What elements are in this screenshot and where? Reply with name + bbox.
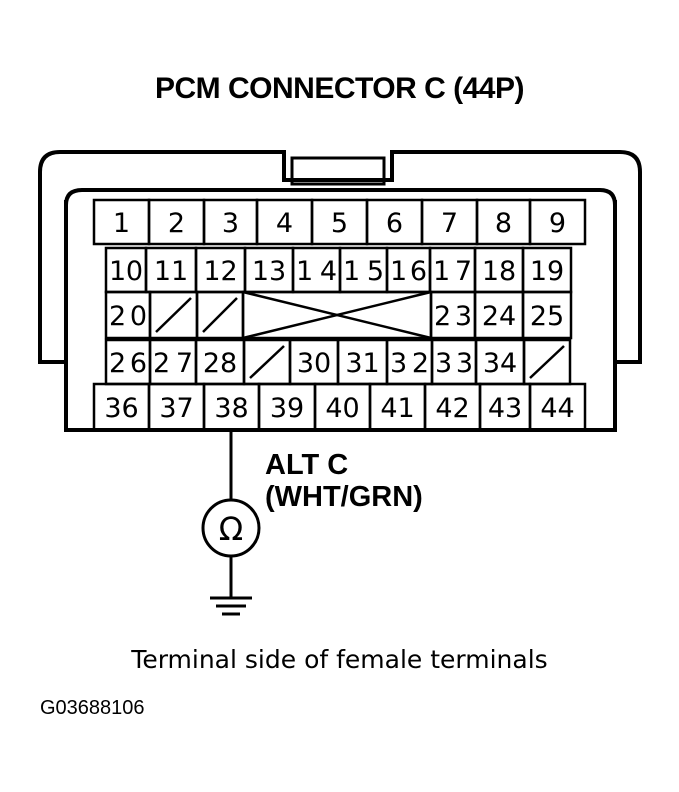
terminal-number: 24 [482, 301, 516, 332]
terminal-cavity: 39 [257, 382, 317, 432]
terminal-number: 23 [434, 301, 472, 332]
terminal-cavity: 8 [475, 198, 532, 246]
terminal-cavity: 2 [147, 198, 206, 246]
terminal-cavity: 23 [429, 290, 477, 340]
terminal-cavity: 16 [385, 246, 432, 294]
terminal-cavity: 15 [338, 246, 389, 294]
terminal-number: 44 [540, 393, 574, 424]
terminal-cavity: 40 [313, 382, 372, 432]
terminal-number: 14 [296, 256, 337, 287]
terminal-cavity: 11 [144, 246, 198, 294]
unused-cavity [242, 338, 292, 386]
terminal-cavity: 10 [104, 246, 148, 294]
terminal-cavity: 25 [521, 290, 573, 340]
terminal-cavity: 36 [92, 382, 151, 432]
terminal-number: 40 [325, 393, 359, 424]
terminal-cavity: 28 [194, 338, 246, 386]
terminal-number: 31 [345, 348, 379, 379]
terminal-number: 26 [109, 348, 147, 379]
terminal-cavity: 20 [104, 290, 152, 340]
terminal-cavity: 43 [478, 382, 532, 432]
terminal-number: 16 [390, 256, 427, 287]
terminal-number: 25 [530, 301, 564, 332]
terminal-number: 38 [214, 393, 248, 424]
terminal-cavity: 9 [528, 198, 587, 246]
terminal-cavity: 44 [528, 382, 587, 432]
diagram-title: PCM CONNECTOR C (44P) [155, 72, 524, 105]
terminal-cavity: 14 [291, 246, 342, 294]
terminal-cavity: 17 [428, 246, 477, 294]
terminal-cavity: 7 [420, 198, 479, 246]
terminal-cavity: 6 [365, 198, 424, 246]
terminal-number: 17 [433, 256, 472, 287]
terminal-number: 32 [390, 348, 429, 379]
ground-icon [210, 596, 252, 616]
caption: Terminal side of female terminals [131, 645, 548, 674]
unused-cavity [522, 338, 572, 386]
terminal-cavity: 18 [473, 246, 525, 294]
terminal-cavity: 38 [202, 382, 261, 432]
terminal-number: 6 [386, 208, 403, 239]
alt-c-label: ALT C [265, 449, 349, 481]
terminal-number: 36 [104, 393, 138, 424]
terminal-number: 15 [343, 256, 384, 287]
terminal-number: 19 [530, 256, 564, 287]
terminal-number: 37 [159, 393, 193, 424]
terminal-number: 41 [380, 393, 414, 424]
terminal-number: 33 [435, 348, 473, 379]
terminal-cavity: 34 [474, 338, 526, 386]
terminal-cavity: 13 [243, 246, 295, 294]
terminal-number: 2 [168, 208, 185, 239]
terminal-cavity: 3 [202, 198, 259, 246]
terminal-cavity: 41 [368, 382, 427, 432]
terminal-number: 1 [113, 208, 130, 239]
wire-color-label: (WHT/GRN) [265, 481, 423, 513]
terminal-cavity: 24 [473, 290, 525, 340]
terminal-cavity: 27 [148, 338, 198, 386]
terminal-cavity: 1 [92, 198, 151, 246]
terminal-number: 7 [441, 208, 458, 239]
terminal-number: 42 [435, 393, 469, 424]
terminal-number: 18 [482, 256, 516, 287]
ohmmeter-label: Ω [219, 510, 243, 548]
terminal-number: 11 [154, 256, 188, 287]
terminal-cavity: 26 [104, 338, 152, 386]
terminal-number: 10 [109, 256, 143, 287]
terminal-number: 20 [109, 301, 147, 332]
terminal-number: 27 [153, 348, 193, 379]
terminal-number: 13 [252, 256, 286, 287]
connector-housing-outer [38, 150, 642, 364]
terminal-number: 5 [331, 208, 348, 239]
terminal-number: 9 [549, 208, 566, 239]
terminal-number: 34 [483, 348, 517, 379]
terminal-number: 28 [203, 348, 237, 379]
terminal-number: 4 [276, 208, 293, 239]
terminal-cavity: 4 [255, 198, 314, 246]
terminal-cavity: 30 [288, 338, 340, 386]
unused-cavity [241, 290, 433, 340]
terminal-number: 12 [203, 256, 237, 287]
terminal-cavity: 33 [430, 338, 478, 386]
terminal-cavity: 31 [336, 338, 389, 386]
unused-cavity [195, 290, 245, 340]
terminal-number: 39 [270, 393, 304, 424]
terminal-cavity: 12 [194, 246, 247, 294]
terminal-cavity: 42 [423, 382, 482, 432]
terminal-number: 3 [222, 208, 239, 239]
terminal-cavity: 5 [310, 198, 369, 246]
terminal-cavity: 19 [521, 246, 573, 294]
terminal-number: 8 [495, 208, 512, 239]
terminal-cavity: 32 [385, 338, 434, 386]
figure-code: G03688106 [40, 697, 145, 719]
unused-cavity [148, 290, 199, 340]
terminal-cavity: 37 [147, 382, 206, 432]
connector-lock-tab [290, 156, 386, 186]
terminal-number: 43 [488, 393, 522, 424]
terminal-number: 30 [297, 348, 331, 379]
